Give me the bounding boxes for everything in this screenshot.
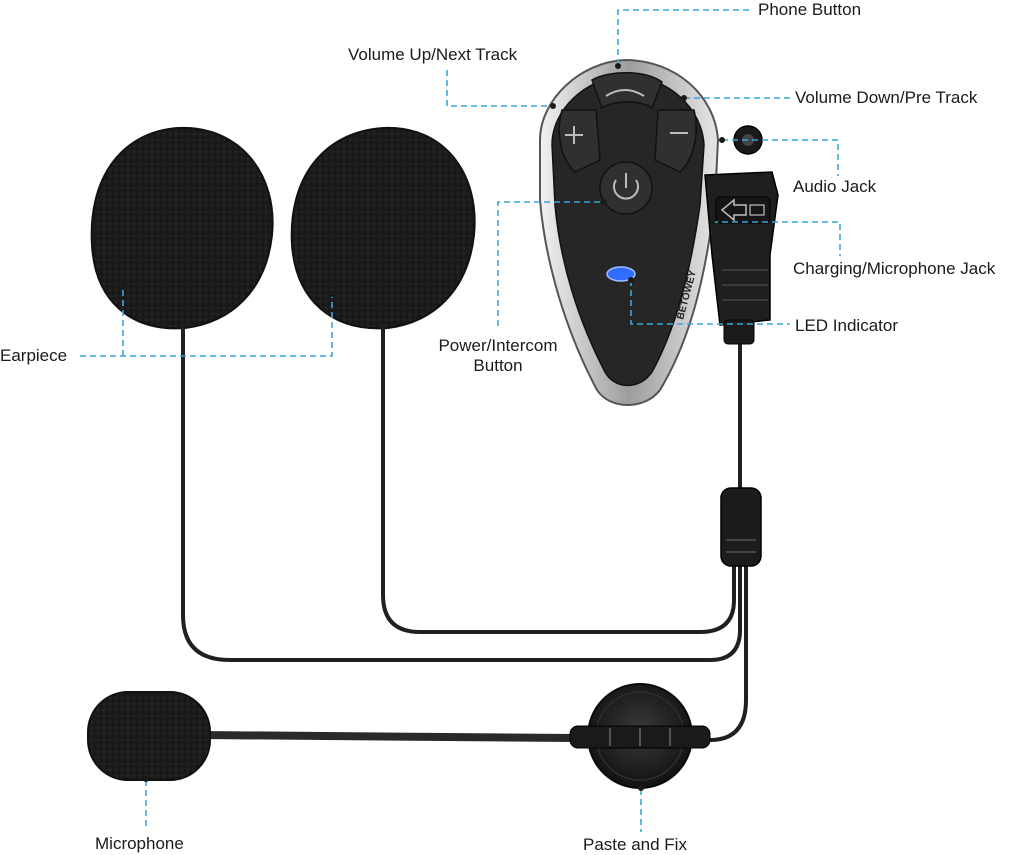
dot-led xyxy=(628,277,634,283)
leader-earpiece xyxy=(80,294,333,357)
earpiece-right-cable xyxy=(381,326,736,634)
earpiece-left-cable xyxy=(181,326,742,662)
leader-led xyxy=(630,280,790,325)
dot-earpiece-left xyxy=(120,283,126,289)
dot-volume-down xyxy=(681,95,687,101)
mount-clip xyxy=(704,171,779,326)
dot-phone-button xyxy=(615,63,621,69)
mic-boom xyxy=(196,731,579,742)
earpiece-left xyxy=(90,126,274,330)
dot-audio-jack xyxy=(719,137,725,143)
leader-phone-button xyxy=(617,9,752,65)
label-volume-up: Volume Up/Next Track xyxy=(348,45,518,64)
microphone-foam xyxy=(87,691,211,781)
phone-button-icon xyxy=(605,89,645,97)
leader-power-button xyxy=(497,201,604,326)
plus-icon xyxy=(565,126,583,144)
label-microphone: Microphone xyxy=(95,834,184,853)
label-power-line2: Button xyxy=(473,356,523,375)
dot-power-button xyxy=(601,199,607,205)
label-phone-button: Phone Button xyxy=(758,0,862,19)
label-volume-down: Volume Down/Pre Track xyxy=(795,88,978,107)
leader-volume-up xyxy=(446,70,552,107)
label-power-line1: Power/Intercom xyxy=(438,336,558,355)
dot-charging-jack xyxy=(709,219,715,225)
label-charging-jack: Charging/Microphone Jack xyxy=(793,259,996,278)
cable-splitter xyxy=(720,487,762,567)
dot-microphone xyxy=(143,776,149,782)
dot-earpiece-right xyxy=(329,291,335,297)
volume-down-button xyxy=(654,109,697,173)
leader-charging-jack xyxy=(712,221,841,256)
label-led-indicator: LED Indicator xyxy=(795,316,898,335)
leader-audio-jack xyxy=(722,139,839,176)
label-earpiece: Earpiece xyxy=(0,346,68,365)
dot-paste-fix xyxy=(638,785,644,791)
power-icon xyxy=(613,173,639,200)
label-power-button: Power/Intercom Button xyxy=(428,336,568,376)
earpiece-right xyxy=(290,126,476,330)
led-light xyxy=(606,266,636,282)
dot-volume-up xyxy=(550,103,556,109)
label-paste-fix: Paste and Fix xyxy=(583,835,687,854)
mic-pad-cable xyxy=(708,563,748,742)
label-audio-jack: Audio Jack xyxy=(793,177,877,196)
volume-up-button xyxy=(558,109,601,173)
charging-port xyxy=(715,196,771,224)
